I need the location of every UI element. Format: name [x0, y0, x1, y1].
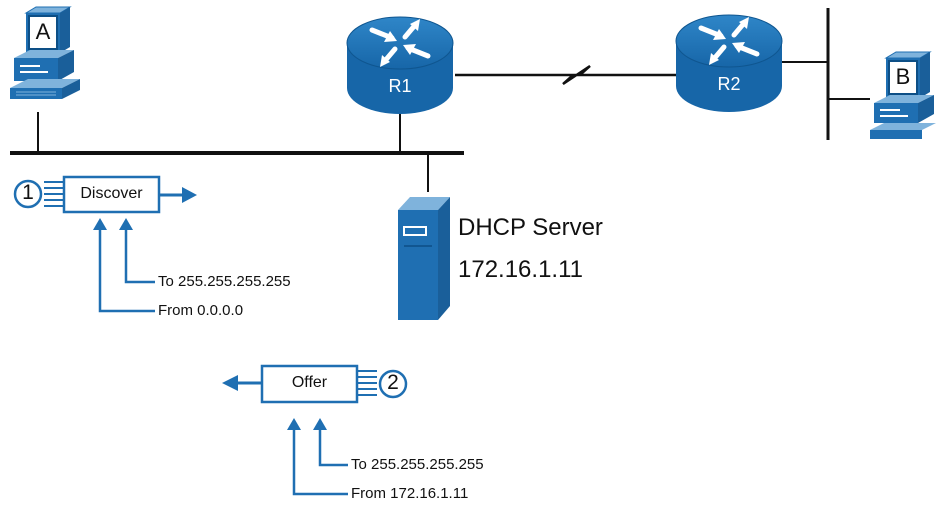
step1-from-address: From 0.0.0.0: [158, 302, 244, 319]
server-name: DHCP Server: [458, 214, 603, 241]
host-b-label: B: [895, 64, 911, 89]
router-r2-label: R2: [717, 74, 741, 94]
router-r1-icon: [346, 16, 454, 114]
step1-speed-lines: [44, 181, 64, 207]
discover-box: [62, 175, 161, 214]
host-a-icon: [10, 6, 80, 99]
discover-arrowhead: [182, 187, 197, 203]
step2-number: 2: [387, 371, 399, 394]
router-r2-icon: [675, 14, 783, 112]
step1-circle: [13, 179, 43, 209]
step1-to-arrowhead: [119, 218, 133, 230]
step2-speed-lines: [357, 370, 377, 396]
dhcp-server-icon: [398, 197, 450, 320]
router-r1-label: R1: [388, 76, 412, 96]
step2-to-address: To 255.255.255.255: [351, 456, 484, 473]
step2-from-pointer: [292, 428, 348, 496]
offer-label: Offer: [291, 374, 328, 391]
step2-to-pointer: [318, 428, 348, 467]
server-ip: 172.16.1.11: [458, 256, 584, 283]
offer-arrowhead: [222, 375, 238, 391]
step1-from-arrowhead: [93, 218, 107, 230]
step1-number: 1: [22, 181, 34, 204]
discover-label: Discover: [80, 185, 143, 202]
step2-to-arrowhead: [313, 418, 327, 430]
host-b-icon: [870, 51, 936, 139]
step2-circle: [378, 369, 408, 399]
host-a-label: A: [35, 19, 51, 44]
serial-link: [455, 64, 682, 86]
step1-to-pointer: [124, 228, 155, 284]
offer-box: [260, 364, 359, 404]
step2-from-address: From 172.16.1.11: [351, 485, 469, 502]
step2-from-arrowhead: [287, 418, 301, 430]
step1-from-pointer: [98, 228, 155, 313]
step1-to-address: To 255.255.255.255: [158, 273, 291, 290]
